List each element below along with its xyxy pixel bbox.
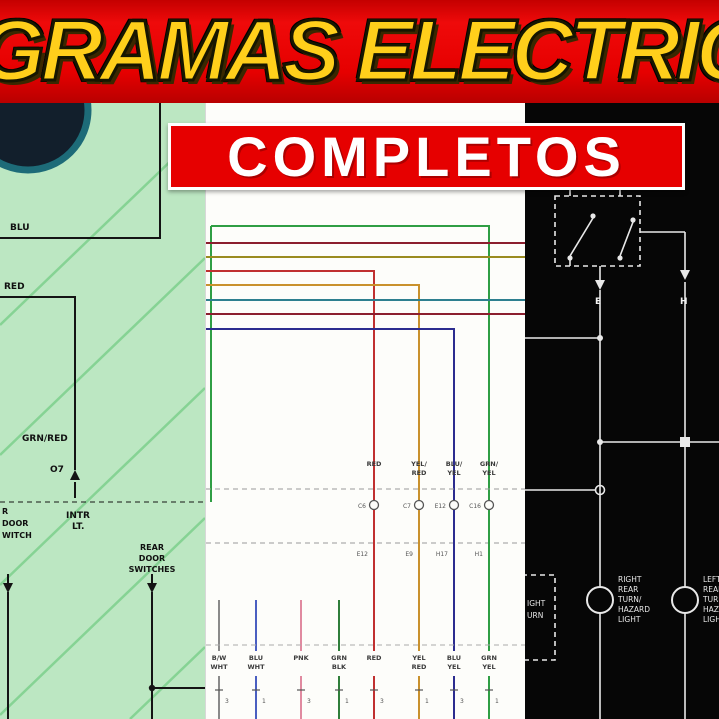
pin-number: 3: [380, 698, 384, 705]
pin-number: 3: [460, 698, 464, 705]
connector-id: C6: [358, 503, 366, 510]
mid-wire-label: GRN/: [480, 460, 499, 468]
lamp-label-right-rear: LIGHT: [618, 615, 641, 624]
cutoff-label-line1: R: [2, 507, 8, 516]
lamp-label-right-rear: RIGHT: [618, 575, 642, 584]
bottom-wire-label: YEL: [411, 654, 425, 662]
pin-number: 1: [345, 698, 349, 705]
bottom-wire-label: RED: [412, 663, 427, 671]
bottom-wire-label: YEL: [481, 663, 495, 671]
right-wiring-diagram: E H RIGHT REAR TURN/ HAZARD LIGHT LEFT R…: [525, 168, 719, 719]
cutoff-fragment: URN: [527, 611, 543, 620]
bottom-wire-label: RED: [367, 654, 382, 662]
rear-door-switches-line2: DOOR: [139, 554, 165, 563]
lamp-label-right-rear: HAZARD: [618, 605, 650, 614]
bottom-wire-label: WHT: [210, 663, 228, 671]
subtitle-text: COMPLETOS: [227, 124, 626, 188]
colored-wires: [206, 225, 526, 502]
lamp-label-left-rear: HAZARD: [703, 605, 719, 614]
cutoff-label-line2: DOOR: [2, 519, 28, 528]
connector-label-o7: O7: [50, 465, 64, 475]
wire-nodes: [567, 213, 690, 447]
bottom-wire-label: BLU: [447, 654, 461, 662]
lamp-label-left-rear: TURN/: [702, 595, 719, 604]
pin-number: 3: [307, 698, 311, 705]
mid-wire-label: YEL: [481, 469, 495, 477]
wire-connector-symbols: [3, 470, 157, 692]
bottom-wire-label: GRN: [481, 654, 497, 662]
mid-wire-label: RED: [412, 469, 427, 477]
lamp-label-left-rear: LIGHT: [703, 615, 719, 624]
wire-label-red: RED: [4, 282, 25, 292]
subtitle-banner: COMPLETOS: [168, 123, 685, 190]
pin-number: 1: [495, 698, 499, 705]
cutoff-label-line3: WITCH: [2, 531, 32, 540]
bottom-wire-label: YEL: [446, 663, 460, 671]
connector-id: C7: [403, 503, 411, 510]
lamp-label-right-rear: REAR: [618, 585, 638, 594]
lamp-label-right-rear: TURN/: [617, 595, 642, 604]
mid-wire-label: RED: [367, 460, 382, 468]
mid-wire-label: YEL: [446, 469, 460, 477]
pin-number: 1: [425, 698, 429, 705]
connector-row: [206, 488, 526, 600]
wire-label-blu: BLU: [10, 223, 30, 233]
banner-title-text: GRAMAS ELECTRIC: [0, 2, 719, 101]
pin-number: 3: [225, 698, 229, 705]
lamp-label-left-rear: REAR: [703, 585, 719, 594]
black-wires: [0, 96, 205, 719]
wire-label-grn-red: GRN/RED: [22, 434, 68, 444]
middle-diagram-panel: RED YEL/ RED BLU/ YEL GRN/ YEL C6 C7 E12…: [205, 0, 526, 719]
bottom-wire-label: BLU: [249, 654, 263, 662]
bottom-wire-label: BLK: [332, 663, 347, 671]
bottom-wires: [206, 600, 526, 719]
mid-wire-label: YEL/: [410, 460, 427, 468]
bottom-wire-label: B/W: [212, 654, 227, 662]
middle-wiring-diagram: RED YEL/ RED BLU/ YEL GRN/ YEL C6 C7 E12…: [206, 225, 526, 719]
bottom-wire-label: GRN: [331, 654, 347, 662]
terminal-label-h: H: [680, 297, 688, 307]
pin-number: 1: [262, 698, 266, 705]
connector-id: E9: [405, 551, 413, 558]
terminal-label-e: E: [595, 297, 601, 307]
title-banner: GRAMAS ELECTRIC: [0, 0, 719, 103]
mid-wire-label: BLU/: [446, 460, 463, 468]
diagonal-watermark-lines: [0, 127, 205, 719]
left-wiring-diagram: BLU RED GRN/RED O7 INTR LT. R DOOR WITCH…: [0, 46, 205, 719]
connector-id: E12: [357, 551, 369, 558]
connector-id: H17: [436, 551, 448, 558]
bottom-wire-label: PNK: [293, 654, 309, 662]
connector-id: E12: [435, 503, 447, 510]
rear-door-switches-line3: SWITCHES: [129, 565, 176, 574]
intr-lt-label-line2: LT.: [72, 522, 84, 532]
left-diagram-panel: BLU RED GRN/RED O7 INTR LT. R DOOR WITCH…: [0, 0, 205, 719]
connector-id: C16: [469, 503, 481, 510]
lamp-label-left-rear: LEFT: [703, 575, 719, 584]
intr-lt-label-line1: INTR: [66, 511, 90, 521]
right-diagram-panel: E H RIGHT REAR TURN/ HAZARD LIGHT LEFT R…: [525, 0, 719, 719]
rear-door-switches-line1: REAR: [140, 543, 164, 552]
connector-id: H1: [475, 551, 484, 558]
cutoff-fragment: IGHT: [527, 599, 546, 608]
bottom-wire-label: WHT: [247, 663, 265, 671]
